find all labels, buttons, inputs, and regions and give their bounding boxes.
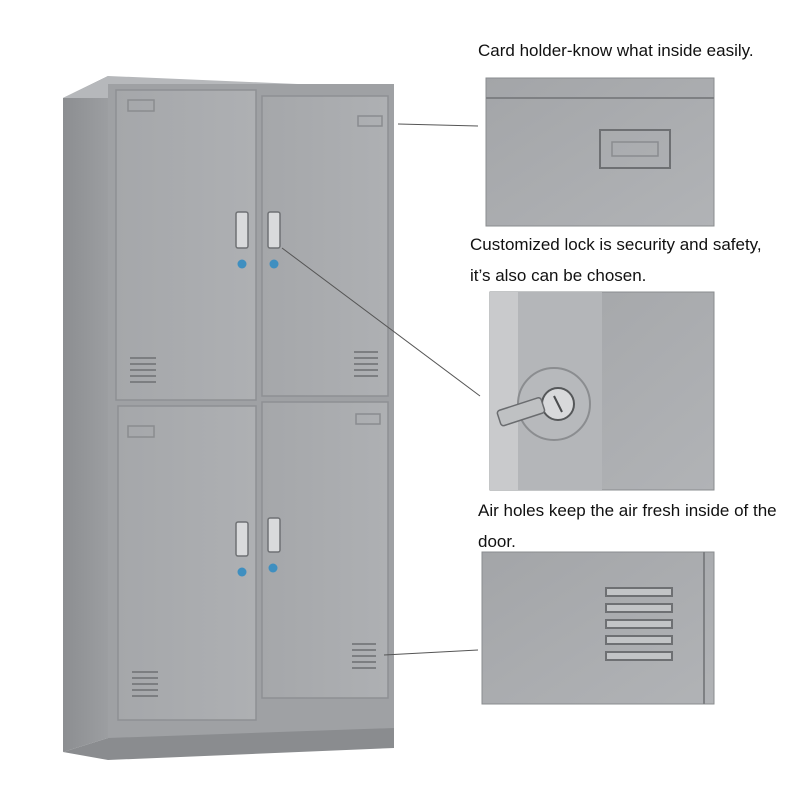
caption-card-holder: Card holder-know what inside easily. [478,41,754,60]
card-holder-icon [357,115,383,127]
steel-cabinet [63,76,394,760]
door-top-right[interactable] [261,95,389,397]
card-holder-icon [355,413,381,425]
door-bottom-left[interactable] [117,405,257,721]
cabinet-side-panel [63,76,108,752]
detail-air-vents [481,551,715,705]
air-vent-icon [605,587,673,661]
door-top-left[interactable] [115,89,257,401]
card-holder-icon [127,425,155,438]
keyhole-lock-icon[interactable] [237,567,247,577]
air-vent-icon [352,643,376,669]
air-vent-icon [130,357,156,383]
callout-line-lock [281,247,481,397]
callout-line-card-holder [397,123,479,127]
keyhole-lock-icon[interactable] [268,563,278,573]
caption-lock-line1: Customized lock is security and safety, [470,235,762,254]
keyhole-lock-icon[interactable] [237,259,247,269]
caption-air-holes-line1: Air holes keep the air fresh inside of t… [478,501,777,520]
door-handle[interactable] [235,521,249,557]
door-handle[interactable] [267,517,281,553]
caption-lock-line2: it’s also can be chosen. [470,266,647,285]
air-vent-icon [354,351,378,377]
cabinet-base [63,728,394,760]
door-bottom-right[interactable] [261,401,389,699]
door-handle[interactable] [235,211,249,249]
air-vent-icon [132,671,158,697]
callout-line-vent [383,649,479,656]
card-holder-icon [127,99,155,112]
detail-lock [489,291,715,491]
callout-lines [281,123,481,656]
detail-card-holder [485,77,715,227]
caption-air-holes-line2: door. [478,532,516,551]
door-handle[interactable] [267,211,281,249]
card-holder-icon [599,129,671,169]
keyhole-lock-icon[interactable] [269,259,279,269]
